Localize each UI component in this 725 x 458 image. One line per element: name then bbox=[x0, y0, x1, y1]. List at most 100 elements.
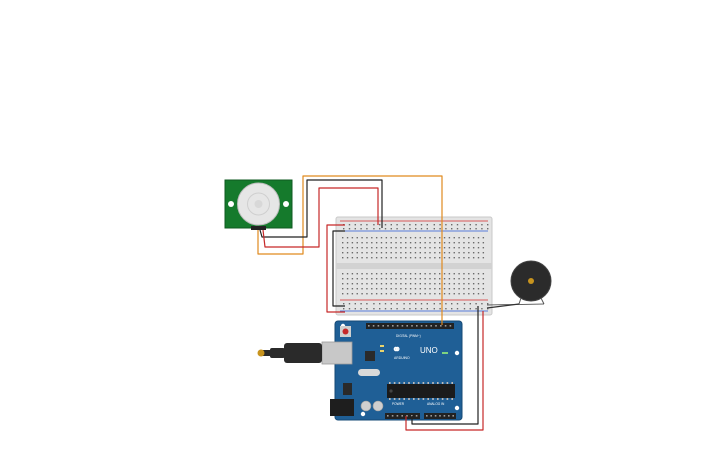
pir-pin-header bbox=[251, 226, 266, 230]
breadboard-hole bbox=[342, 273, 344, 275]
breadboard-hole bbox=[390, 242, 392, 244]
chip-pin bbox=[408, 398, 410, 400]
breadboard-hole bbox=[400, 247, 402, 249]
chip-pin bbox=[427, 382, 429, 384]
breadboard-hole bbox=[371, 242, 373, 244]
breadboard-hole bbox=[346, 288, 349, 290]
breadboard-rail-hole bbox=[373, 224, 375, 226]
chip-pin bbox=[389, 382, 391, 384]
wire-red-pir-vcc[interactable] bbox=[262, 187, 379, 248]
breadboard-hole bbox=[351, 293, 354, 295]
power-header-label: POWER bbox=[392, 402, 405, 406]
atmega-chip-pins bbox=[389, 382, 453, 400]
breadboard-hole bbox=[342, 278, 344, 280]
breadboard-hole bbox=[385, 293, 388, 295]
breadboard-hole bbox=[395, 278, 397, 280]
buzzer-lead-left bbox=[518, 297, 522, 305]
breadboard-rail-hole bbox=[463, 303, 466, 305]
chip-pin bbox=[422, 382, 425, 384]
arduino-uno[interactable]: DIGITAL (PWM~) ⚭ UNO ARDUINO POWER ANALO… bbox=[321, 320, 463, 421]
breadboard-rail-hole bbox=[396, 308, 398, 310]
wire-orange-signal[interactable] bbox=[257, 175, 443, 325]
wire-red-5v[interactable] bbox=[405, 311, 484, 431]
breadboard-hole bbox=[390, 257, 392, 259]
breadboard-hole bbox=[390, 252, 392, 254]
wire-black-rail-link[interactable] bbox=[332, 230, 345, 307]
header-pin bbox=[425, 325, 428, 327]
breadboard-rail-hole bbox=[409, 224, 411, 226]
wire-red-rail-link[interactable] bbox=[326, 224, 345, 313]
header-pin bbox=[396, 415, 399, 417]
breadboard-rail-hole bbox=[379, 303, 381, 305]
breadboard-hole bbox=[419, 293, 421, 295]
breadboard-rail-hole bbox=[451, 303, 453, 305]
chip-pin bbox=[393, 398, 396, 400]
breadboard-hole bbox=[472, 242, 475, 244]
pir-pot-left[interactable] bbox=[228, 201, 234, 207]
breadboard-hole bbox=[472, 247, 475, 249]
breadboard-hole bbox=[351, 237, 354, 239]
piezo-buzzer[interactable] bbox=[510, 260, 552, 305]
breadboard-hole bbox=[472, 283, 475, 285]
breadboard-hole bbox=[361, 252, 363, 254]
breadboard-hole bbox=[419, 237, 421, 239]
breadboard-hole bbox=[424, 257, 426, 259]
breadboard-hole bbox=[342, 257, 344, 259]
breadboard-hole bbox=[366, 288, 368, 290]
breadboard-hole bbox=[409, 242, 412, 244]
led-rx bbox=[380, 350, 384, 352]
wire-black-gnd[interactable] bbox=[411, 306, 479, 425]
pir-dome-facet bbox=[247, 192, 270, 216]
breadboard-hole bbox=[443, 283, 446, 285]
breadboard-hole bbox=[477, 237, 480, 239]
breadboard-rail-hole bbox=[445, 228, 447, 230]
breadboard-hole bbox=[482, 278, 485, 280]
breadboard-hole bbox=[448, 257, 451, 259]
breadboard-hole bbox=[463, 257, 465, 259]
breadboard-hole bbox=[385, 242, 388, 244]
breadboard-hole bbox=[463, 237, 465, 239]
breadboard-hole bbox=[400, 237, 402, 239]
breadboard-hole bbox=[468, 293, 470, 295]
breadboard-hole bbox=[429, 242, 431, 244]
breadboard-hole bbox=[380, 278, 383, 280]
breadboard-hole bbox=[458, 237, 460, 239]
breadboard-hole bbox=[443, 252, 446, 254]
breadboard-hole bbox=[385, 252, 388, 254]
header-pin bbox=[416, 325, 418, 327]
breadboard-hole bbox=[453, 257, 455, 259]
breadboard-hole bbox=[477, 257, 480, 259]
breadboard-hole bbox=[371, 237, 373, 239]
breadboard-hole bbox=[439, 283, 441, 285]
chip-pin bbox=[393, 382, 396, 384]
header-pin bbox=[415, 415, 418, 417]
voltage-regulator bbox=[343, 383, 352, 395]
breadboard-hole bbox=[366, 242, 368, 244]
breadboard-hole bbox=[385, 257, 388, 259]
wire-buzzer-signal[interactable] bbox=[486, 303, 545, 306]
breadboard-hole bbox=[482, 237, 485, 239]
breadboard-hole bbox=[424, 242, 426, 244]
header-pin bbox=[392, 325, 394, 327]
chip-pin bbox=[398, 398, 401, 400]
breadboard-rail-hole bbox=[360, 308, 362, 310]
breadboard-hole bbox=[448, 237, 451, 239]
breadboard-hole bbox=[468, 237, 470, 239]
led-tx bbox=[380, 345, 384, 347]
analog-header-label: ANALOG IN bbox=[427, 402, 445, 406]
wire-black-pir-gnd[interactable] bbox=[259, 179, 383, 238]
breadboard-hole bbox=[458, 257, 460, 259]
atmega-chip bbox=[387, 384, 455, 398]
breadboard-hole bbox=[346, 247, 349, 249]
pir-pot-right[interactable] bbox=[283, 201, 289, 207]
breadboard-hole bbox=[395, 293, 397, 295]
usb-cable[interactable] bbox=[257, 343, 323, 363]
breadboard-hole bbox=[477, 283, 480, 285]
breadboard-hole bbox=[443, 257, 446, 259]
breadboard-hole bbox=[429, 237, 431, 239]
breadboard-rail-hole bbox=[475, 224, 477, 226]
breadboard-hole bbox=[468, 257, 470, 259]
breadboard[interactable] bbox=[335, 216, 493, 316]
pir-sensor[interactable] bbox=[224, 179, 293, 230]
breadboard-hole bbox=[342, 288, 344, 290]
